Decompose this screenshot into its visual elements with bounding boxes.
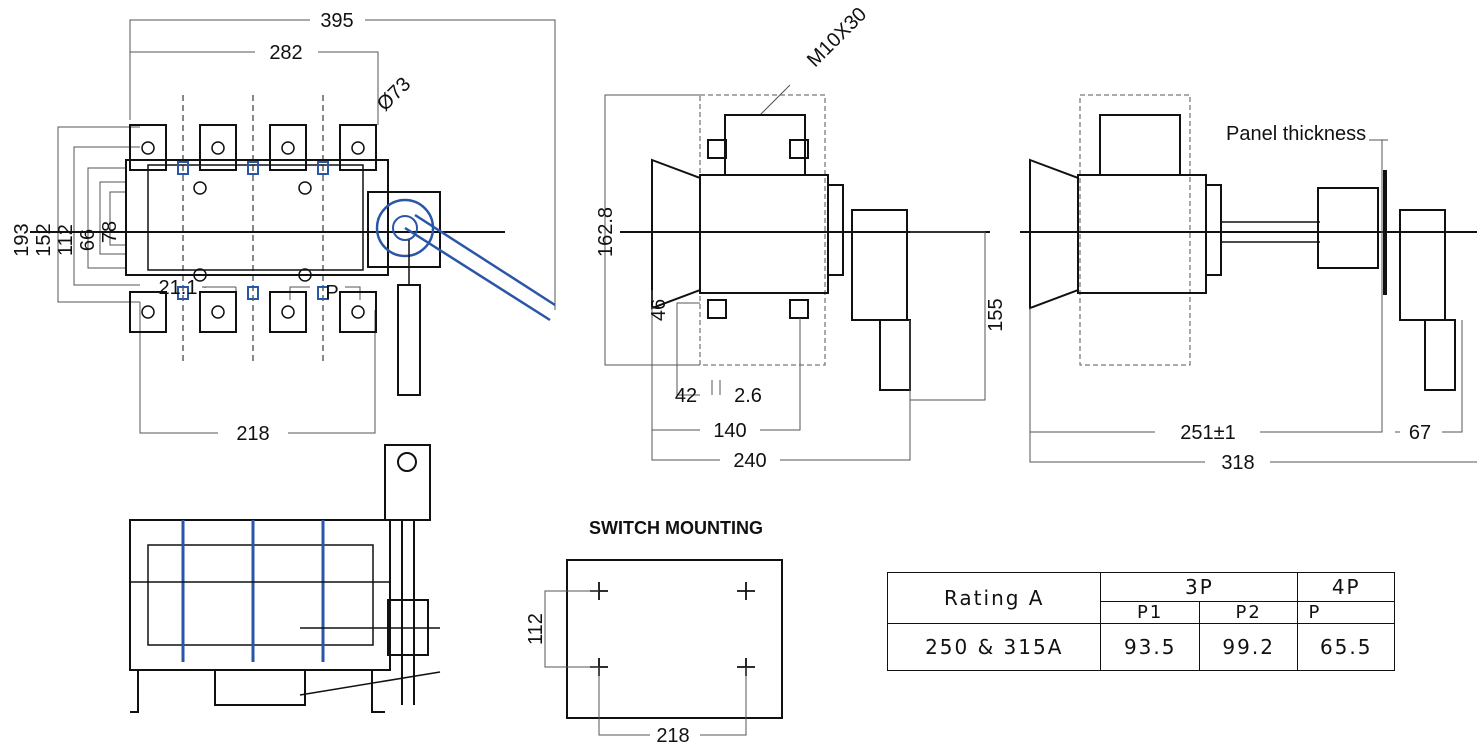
mount-dim-112: 112: [525, 613, 547, 645]
p-value: 65.5: [1297, 623, 1395, 671]
dim-193: 193: [11, 223, 33, 256]
dim-66: 66: [77, 229, 99, 251]
switch-mounting-title: SWITCH MOUNTING: [589, 518, 763, 538]
dim-pitch-p: P: [325, 282, 338, 304]
dim-218-front: 218: [236, 423, 269, 445]
p2-value: 99.2: [1198, 623, 1299, 671]
dim-162-8: 162.8: [595, 207, 617, 257]
dim-handle-diameter: Ø73: [373, 73, 415, 115]
rating-spec-table: Rating A 3P 4P P1 P2 P 250 & 315A 93.5 9…: [886, 572, 1395, 671]
dim-78: 78: [99, 221, 121, 243]
dim-21-1: 21.1: [159, 277, 198, 299]
bottom-side-view: [129, 444, 441, 713]
label-panel-thickness: Panel thickness: [1226, 123, 1366, 145]
p1-value: 93.5: [1100, 623, 1200, 671]
dim-bolt: M10X30: [803, 3, 871, 71]
dim-42: 42: [675, 385, 697, 407]
mount-dim-218: 218: [656, 725, 689, 745]
dim-67: 67: [1409, 422, 1431, 444]
dim-2-6: 2.6: [734, 385, 762, 407]
side-view: M10X30 162.8 46 155 42 2.6 140 240: [595, 3, 1007, 472]
four-pole-header: 4P: [1297, 572, 1395, 602]
dim-251: 251±1: [1180, 422, 1235, 444]
dim-318: 318: [1221, 452, 1254, 474]
switch-mounting: SWITCH MOUNTING 112 218: [525, 518, 783, 745]
row-label: 250 & 315A: [886, 623, 1102, 671]
front-view: 395 282 Ø73 193 152 112 66 78 21.1 P 218: [11, 10, 556, 445]
dim-112: 112: [55, 224, 77, 256]
dim-282: 282: [269, 42, 302, 64]
dim-395: 395: [320, 10, 353, 32]
three-pole-header: 3P: [1100, 572, 1299, 602]
dim-240: 240: [733, 450, 766, 472]
dim-140: 140: [713, 420, 746, 442]
p2-header: P2: [1198, 601, 1299, 624]
p-header: P: [1297, 601, 1395, 624]
rating-header: Rating A: [886, 572, 1102, 624]
dim-152: 152: [33, 223, 55, 256]
panel-view: Panel thickness 251±1 67 318: [1020, 94, 1477, 474]
dim-46: 46: [648, 299, 670, 321]
dim-155: 155: [985, 298, 1007, 331]
p1-header: P1: [1100, 601, 1200, 624]
